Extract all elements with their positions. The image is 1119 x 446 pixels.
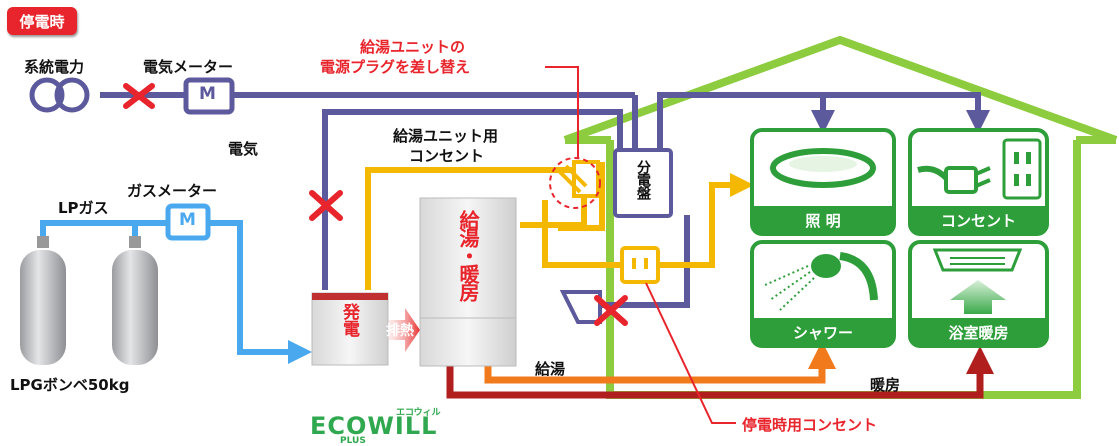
fixture-bath-heater xyxy=(908,240,1049,348)
outage-outlet-label: 停電時用コンセント xyxy=(742,416,878,434)
hot-water-label: 給湯 xyxy=(535,360,566,378)
gas-meter-symbol: M xyxy=(179,210,196,230)
gas-meter-icon xyxy=(165,203,211,241)
boiler-label: 給湯・暖房 xyxy=(456,210,480,300)
exhaust-heat-label: 排熱 xyxy=(386,323,414,339)
unit-outlet-label-line1: 給湯ユニット用 xyxy=(393,127,499,145)
fixture-lighting xyxy=(750,128,896,236)
fixture-outlet xyxy=(908,128,1049,236)
unit-outlet-label-line2: コンセント xyxy=(409,147,485,165)
plug-swap-label-line2: 電源プラグを差し替え xyxy=(320,58,471,76)
electricity-label: 電気 xyxy=(228,140,259,158)
plug-swap-icon xyxy=(549,157,601,209)
lpg-tank-icon xyxy=(20,236,158,365)
grid-power-label: 系統電力 xyxy=(24,58,85,76)
outage-badge: 停電時 xyxy=(7,7,77,35)
distribution-panel-icon xyxy=(613,148,673,218)
fixture-label-outlet: コンセント xyxy=(940,212,1016,230)
plug-swap-callout xyxy=(545,66,579,158)
plug-swap-label-line1: 給湯ユニットの xyxy=(360,38,466,56)
fixture-label-shower: シャワー xyxy=(792,324,853,342)
gas-lines xyxy=(40,220,312,364)
gas-meter-label: ガスメーター xyxy=(127,182,218,200)
heating-line xyxy=(446,345,994,399)
distribution-panel-label: 分電盤 xyxy=(635,160,651,199)
electric-meter-symbol: M xyxy=(199,84,216,104)
heating-label: 暖房 xyxy=(870,376,901,394)
fixture-shower xyxy=(750,240,896,348)
outlet-callout xyxy=(645,282,736,424)
grid-transformer-icon xyxy=(29,77,90,113)
ecowill-logo: ECOWILL xyxy=(310,412,438,440)
lp-gas-label: LPガス xyxy=(58,199,109,217)
lpg-cylinder-label: LPGボンベ50kg xyxy=(10,376,130,394)
exhaust-arrow-icon xyxy=(388,308,420,352)
boiler-unit-icon xyxy=(419,197,517,367)
generator-label: 発電 xyxy=(339,303,359,337)
generator-unit-icon xyxy=(311,292,389,366)
electric-meter-label: 電気メーター xyxy=(143,58,234,76)
outage-outlet-icon xyxy=(620,246,660,284)
fixture-label-bath-heater: 浴室暖房 xyxy=(948,324,1009,342)
fixture-label-lighting: 照 明 xyxy=(805,212,841,230)
ecowill-plus: PLUS xyxy=(340,436,366,446)
cut-mark-icon xyxy=(123,83,628,326)
ecowill-kana: エコウィル xyxy=(396,408,441,418)
electric-meter-icon xyxy=(183,77,235,115)
